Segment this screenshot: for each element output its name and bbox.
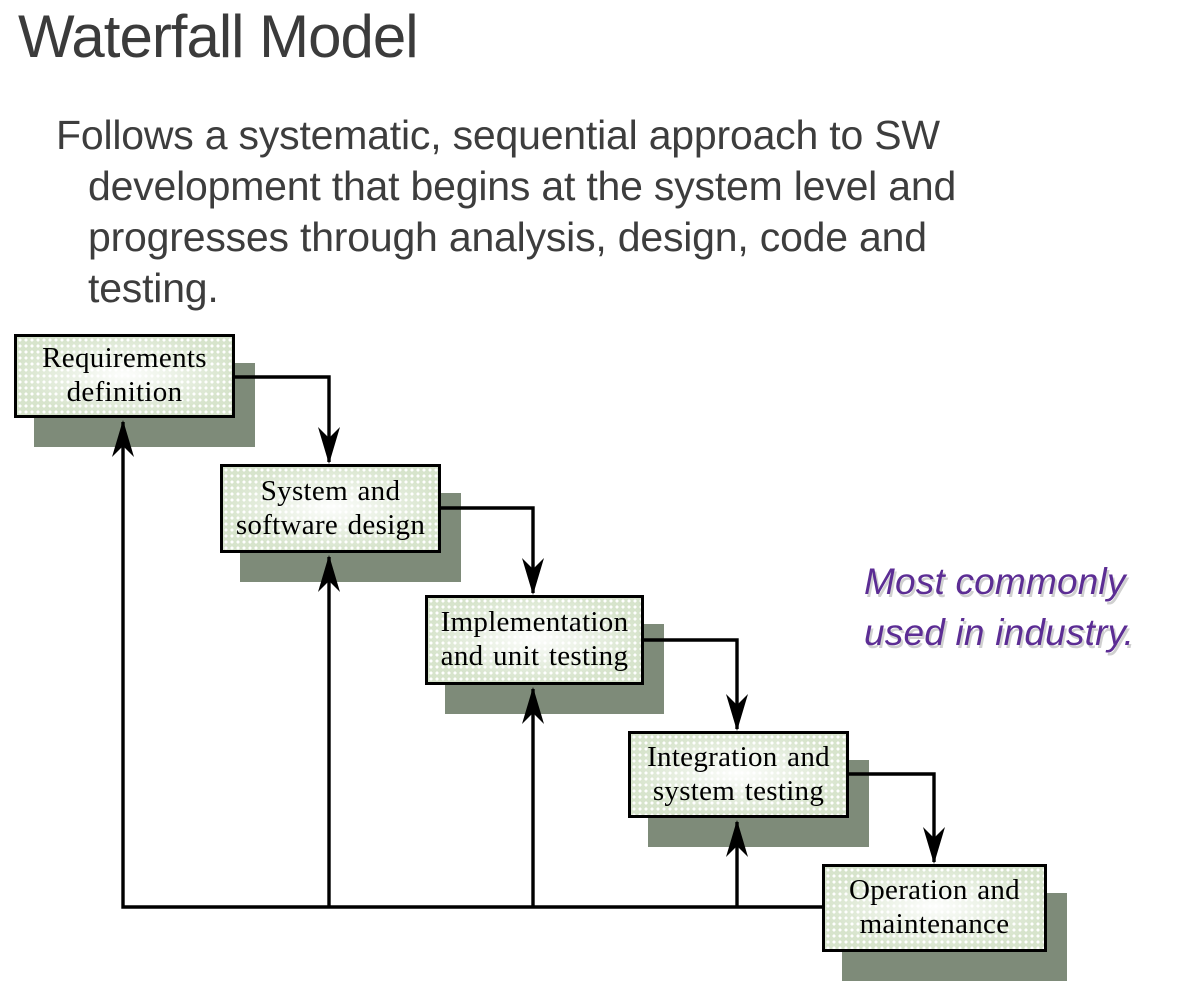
phase-box-implementation-unit-testing: Implementation and unit testing	[425, 595, 644, 685]
page-title: Waterfall Model	[18, 3, 419, 70]
arrowhead-down-icon	[318, 427, 340, 464]
connector-integration-to-operation	[849, 772, 936, 862]
phase-box-operation-maintenance: Operation and maintenance	[822, 864, 1047, 952]
feedback-rail	[121, 422, 822, 909]
connector-req-to-design	[235, 375, 331, 462]
arrowhead-down-icon	[522, 558, 544, 595]
arrowhead-up-icon	[318, 555, 340, 592]
phase-box-requirements-definition: Requirements definition	[14, 334, 235, 418]
phase-box-label: Implementation and unit testing	[440, 606, 629, 672]
intro-text: Follows a systematic, sequential approac…	[56, 112, 957, 311]
phase-box-label: System and software design	[235, 474, 426, 541]
arrowhead-up-icon	[522, 687, 544, 724]
connector-design-to-impl	[441, 506, 535, 593]
phase-box-label: Operation and maintenance	[849, 874, 1020, 940]
arrowhead-down-icon	[726, 694, 748, 731]
connector-impl-to-integration	[644, 638, 739, 729]
industry-note: Most commonly used in industry.	[864, 561, 1135, 653]
phase-box-integration-system-testing: Integration and system testing	[628, 731, 849, 818]
phase-box-label: Requirements definition	[42, 342, 207, 408]
phase-box-system-software-design: System and software design	[220, 464, 441, 553]
arrowhead-up-icon	[112, 420, 134, 457]
arrowhead-up-icon	[726, 820, 748, 857]
arrowhead-down-icon	[923, 827, 945, 864]
phase-box-label: Integration and system testing	[647, 740, 830, 807]
